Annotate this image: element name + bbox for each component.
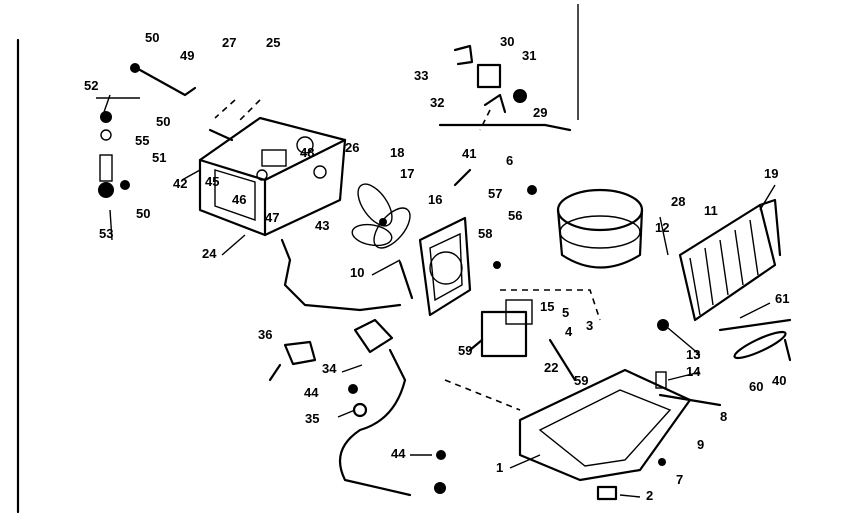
callout-27: 27 — [222, 35, 236, 50]
callout-1: 1 — [496, 460, 503, 475]
fan-blade — [351, 183, 411, 249]
callout-32: 32 — [430, 95, 444, 110]
callout-56: 56 — [508, 208, 522, 223]
callout-43: 43 — [315, 218, 329, 233]
callout-24: 24 — [202, 246, 217, 261]
cord-plug — [353, 318, 394, 354]
assembly-line-5 — [479, 109, 491, 131]
assembly-line-4 — [214, 99, 236, 119]
assembly-line-1 — [500, 289, 601, 321]
callout-45: 45 — [205, 174, 219, 189]
callout-30: 30 — [500, 34, 514, 49]
callout-58: 58 — [478, 226, 492, 241]
callout-50: 50 — [156, 114, 170, 129]
compressor — [556, 188, 644, 269]
right-parts — [596, 318, 792, 501]
callout-22: 22 — [544, 360, 558, 375]
callout-10: 10 — [350, 265, 364, 280]
callout-26: 26 — [345, 140, 359, 155]
callout-35: 35 — [305, 411, 319, 426]
callout-48: 48 — [300, 145, 314, 160]
callout-49: 49 — [180, 48, 194, 63]
callout-47: 47 — [265, 210, 279, 225]
callout-41: 41 — [462, 146, 476, 161]
callout-44: 44 — [391, 446, 406, 461]
drain-hose — [338, 348, 412, 497]
base-pan — [518, 368, 722, 482]
callout-25: 25 — [266, 35, 280, 50]
callout-36: 36 — [258, 327, 272, 342]
callout-50: 50 — [145, 30, 159, 45]
callout-11: 11 — [704, 203, 718, 218]
assembly-line-2 — [444, 379, 521, 411]
callout-18: 18 — [390, 145, 404, 160]
callout-55: 55 — [135, 133, 149, 148]
callout-3: 3 — [586, 318, 593, 333]
callout-46: 46 — [232, 192, 246, 207]
callout-28: 28 — [671, 194, 685, 209]
condenser-coil — [678, 198, 782, 322]
callout-2: 2 — [646, 488, 653, 503]
callout-19: 19 — [764, 166, 778, 181]
callout-50: 50 — [136, 206, 150, 221]
callout-7: 7 — [676, 472, 683, 487]
relay — [468, 299, 533, 358]
callout-59: 59 — [574, 373, 588, 388]
callout-29: 29 — [533, 105, 547, 120]
callout-14: 14 — [686, 364, 701, 379]
callout-31: 31 — [522, 48, 536, 63]
switch-parts — [96, 63, 197, 198]
callout-57: 57 — [488, 186, 502, 201]
callout-52: 52 — [84, 78, 98, 93]
callout-6: 6 — [506, 153, 513, 168]
callout-13: 13 — [686, 347, 700, 362]
callout-51: 51 — [152, 150, 166, 165]
callout-59: 59 — [458, 343, 472, 358]
callout-8: 8 — [720, 409, 727, 424]
callout-61: 61 — [775, 291, 789, 306]
callout-5: 5 — [562, 305, 569, 320]
assembly-line-3 — [239, 99, 261, 121]
thermostat-parts — [438, 44, 572, 132]
callout-34: 34 — [322, 361, 337, 376]
callout-44: 44 — [304, 385, 319, 400]
callout-53: 53 — [99, 226, 113, 241]
fan-shroud — [418, 216, 472, 317]
callout-60: 60 — [749, 379, 763, 394]
callout-17: 17 — [400, 166, 414, 181]
callout-40: 40 — [772, 373, 786, 388]
callout-9: 9 — [697, 437, 704, 452]
callout-33: 33 — [414, 68, 428, 83]
callout-16: 16 — [428, 192, 442, 207]
callout-4: 4 — [565, 324, 573, 339]
leader-lines — [103, 94, 776, 498]
line-cord — [280, 238, 402, 312]
control-box-assembly — [198, 116, 347, 237]
small-parts — [268, 168, 577, 494]
callout-15: 15 — [540, 299, 554, 314]
